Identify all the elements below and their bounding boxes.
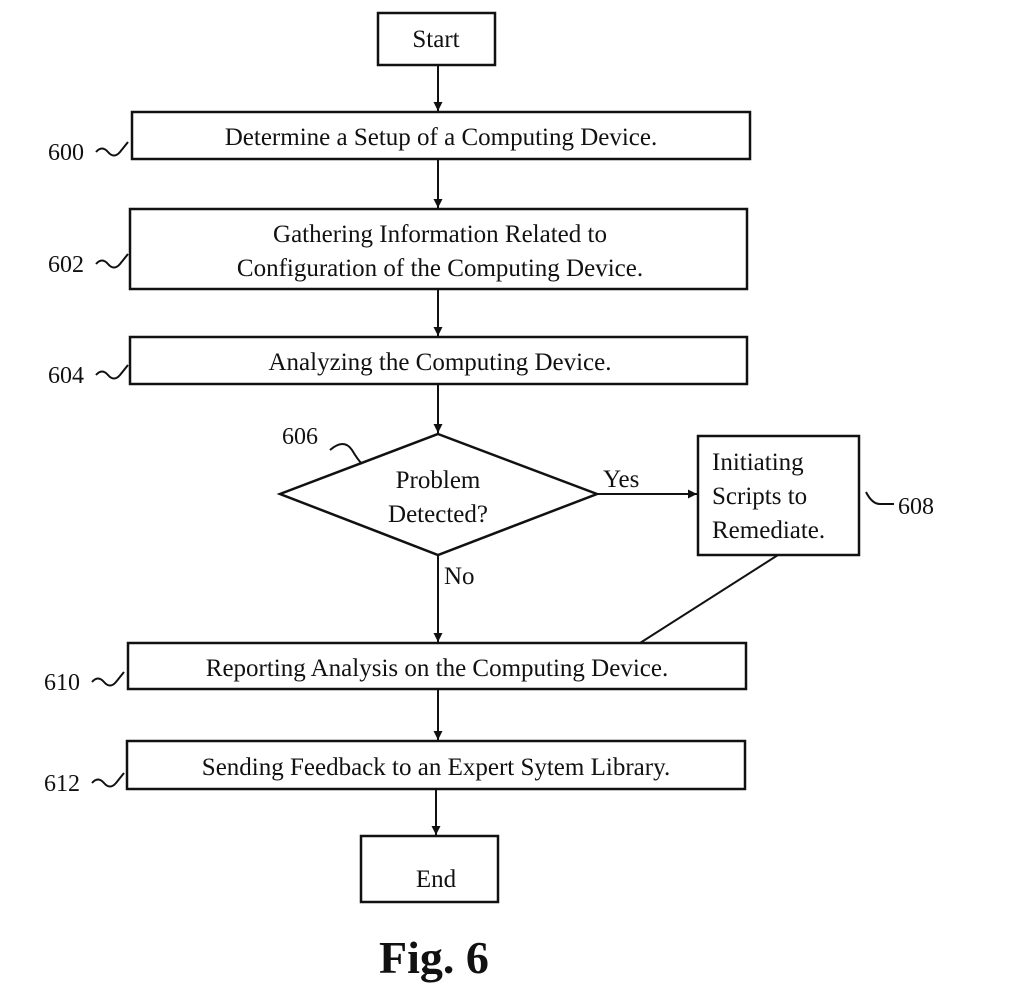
step-608-label-line2: Scripts to	[712, 483, 807, 510]
end-label: End	[416, 866, 457, 893]
branch-no-label: No	[444, 563, 475, 590]
step-604: Analyzing the Computing Device.	[128, 335, 749, 386]
ref-608: 608	[865, 491, 934, 520]
ref-604: 604	[48, 363, 129, 389]
ref-604-label: 604	[48, 363, 84, 389]
ref-600: 600	[48, 140, 129, 166]
ref-606: 606	[282, 424, 363, 465]
step-612-label: Sending Feedback to an Expert Sytem Libr…	[202, 754, 670, 781]
ref-610: 610	[44, 670, 125, 696]
ref-600-label: 600	[48, 140, 84, 166]
ref-602-leader	[95, 253, 129, 269]
step-602-label-line1: Gathering Information Related to	[273, 221, 607, 248]
step-602: Gathering Information Related to Configu…	[128, 207, 749, 291]
connector-608-to-610	[639, 554, 779, 644]
ref-612-label: 612	[44, 771, 80, 797]
ref-602-label: 602	[48, 252, 84, 278]
step-604-label: Analyzing the Computing Device.	[269, 349, 612, 376]
decision-606: Problem Detected?	[276, 432, 601, 557]
step-610: Reporting Analysis on the Computing Devi…	[126, 641, 748, 691]
ref-606-leader	[329, 443, 363, 465]
ref-610-leader	[91, 671, 125, 687]
ref-610-label: 610	[44, 670, 80, 696]
start-node: Start	[376, 11, 497, 67]
step-600: Determine a Setup of a Computing Device.	[130, 110, 752, 161]
decision-606-label-line1: Problem	[396, 467, 481, 494]
step-600-label: Determine a Setup of a Computing Device.	[225, 124, 658, 151]
step-608-label-line3: Remediate.	[712, 517, 825, 544]
step-608-label-line1: Initiating	[712, 449, 804, 476]
step-610-label: Reporting Analysis on the Computing Devi…	[206, 655, 668, 682]
ref-606-label: 606	[282, 424, 318, 450]
step-612: Sending Feedback to an Expert Sytem Libr…	[125, 739, 747, 791]
figure-caption: Fig. 6	[379, 932, 489, 983]
step-608: Initiating Scripts to Remediate.	[696, 434, 861, 557]
ref-612-leader	[91, 772, 125, 788]
decision-606-label-line2: Detected?	[388, 501, 488, 528]
ref-612: 612	[44, 771, 125, 797]
step-602-label-line2: Configuration of the Computing Device.	[237, 255, 643, 282]
ref-602: 602	[48, 252, 129, 278]
ref-600-leader	[95, 141, 129, 157]
ref-608-label: 608	[898, 494, 934, 520]
ref-608-leader	[865, 491, 894, 505]
start-label: Start	[412, 26, 459, 53]
branch-yes-label: Yes	[603, 466, 639, 493]
ref-604-leader	[95, 364, 129, 380]
end-node: End	[359, 834, 500, 904]
